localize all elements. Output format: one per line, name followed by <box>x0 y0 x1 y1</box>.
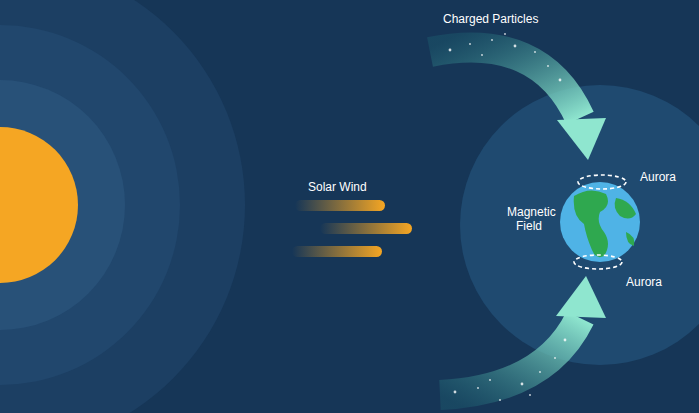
particle-dot <box>469 43 471 45</box>
particle-dot <box>554 357 556 359</box>
particle-dot <box>477 387 479 389</box>
particle-dot <box>514 45 517 48</box>
particle-dot <box>529 394 531 396</box>
particle-dot <box>491 39 493 41</box>
particle-dot <box>481 54 483 56</box>
wind-label: Solar Wind <box>308 180 367 194</box>
particle-dot <box>534 51 536 53</box>
aurora-label: Aurora <box>626 275 662 289</box>
particle-dot <box>504 33 506 35</box>
sun <box>0 0 245 413</box>
particle-dot <box>454 391 457 394</box>
particle-dot <box>521 383 524 386</box>
aurora-rings <box>574 175 626 269</box>
particle-dot <box>499 399 501 401</box>
particle-dot <box>489 379 491 381</box>
particle-dot <box>539 371 541 373</box>
particle-dot <box>449 49 452 52</box>
particles-label: Charged Particles <box>443 12 538 26</box>
particle-dot <box>547 65 549 67</box>
particle-dot <box>559 79 562 82</box>
solar-wind-streaks <box>292 200 412 257</box>
field-label: Magnetic Field <box>507 205 551 233</box>
earth <box>560 182 640 262</box>
particle-dot <box>564 339 567 342</box>
aurora-label: Aurora <box>640 170 676 184</box>
